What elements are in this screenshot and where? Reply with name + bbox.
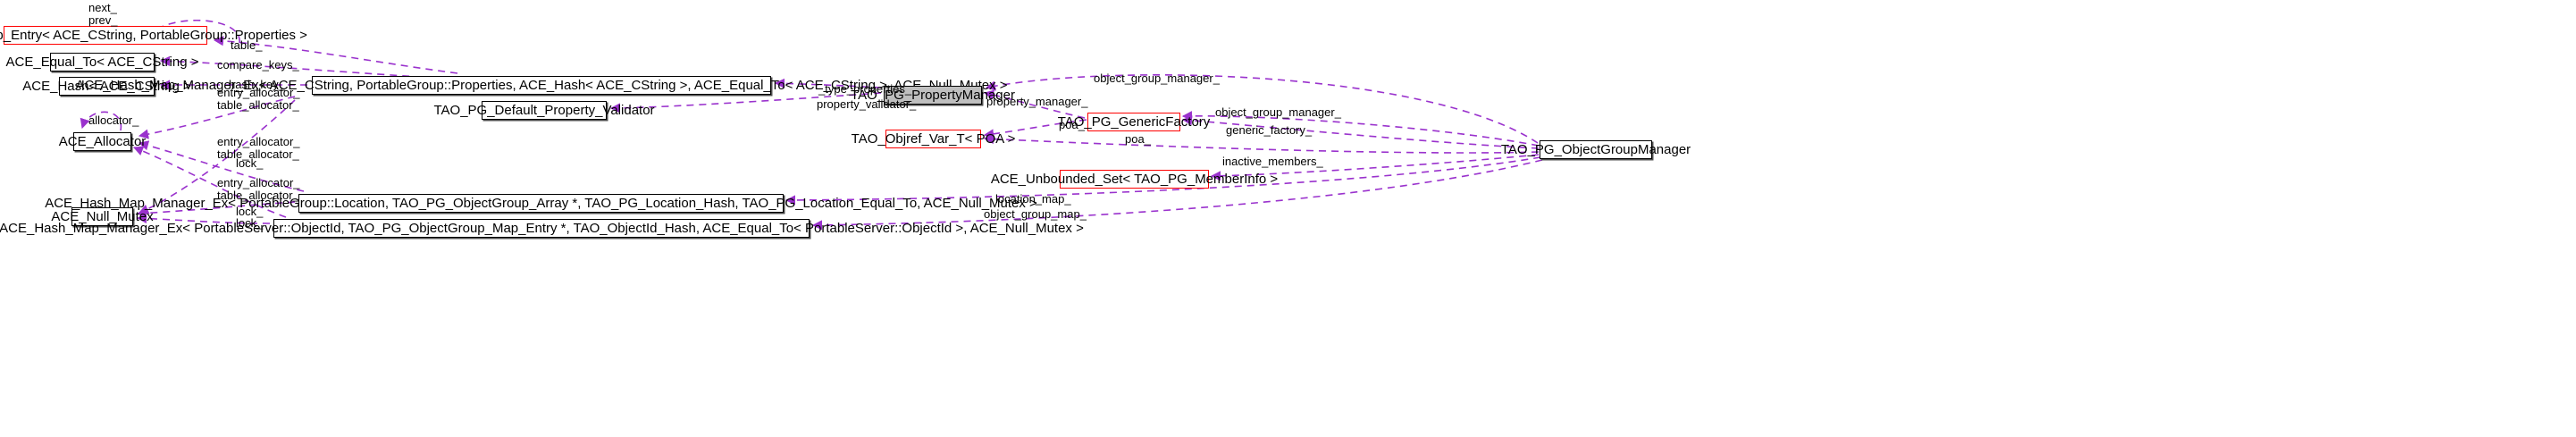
node-label: ACE_Null_Mutex xyxy=(51,209,154,224)
node-tao-pg-objectgroupmanager[interactable]: TAO_PG_ObjectGroupManager xyxy=(1501,140,1691,159)
edge-entry-table-allocator-props xyxy=(138,96,296,139)
edge-lock-objectid xyxy=(136,213,271,224)
edge-label-property-manager: property_manager_ xyxy=(986,95,1088,108)
edge-label-lock-2: lock_ xyxy=(236,205,264,218)
node-ace-hash-map-manager-ex-objectid[interactable]: ACE_Hash_Map_Manager_Ex< PortableServer:… xyxy=(0,219,1084,238)
edge-label-object-group-map: object_group_map_ xyxy=(984,207,1087,221)
node-label: TAO_PG_PropertyManager xyxy=(851,88,1015,103)
node-ace-equal-to-cstring[interactable]: ACE_Equal_To< ACE_CString > xyxy=(6,53,198,71)
edge-label-location-map: location_map_ xyxy=(995,192,1071,206)
node-label: ACE_Hash_Map_Manager_Ex< PortableGroup::… xyxy=(45,196,1037,211)
edge-label-object-group-manager-mid: object_group_manager_ xyxy=(1215,105,1341,119)
edge-label-poa-1: poa_ xyxy=(1059,118,1085,131)
node-label: ACE_Hash_Map_Manager_Ex< PortableServer:… xyxy=(0,221,1084,236)
edge-poa-1 xyxy=(983,119,1087,139)
edge-poa-2 xyxy=(983,133,1540,154)
edge-allocator-self xyxy=(80,111,122,131)
edge-location-map xyxy=(785,156,1541,206)
node-label: ACE_Hash_Map_Entry< ACE_CString, Portabl… xyxy=(0,28,307,43)
edge-label-entry-table-allocator-2: entry_allocator_ table_allocator_ xyxy=(217,135,300,161)
edge-type-properties xyxy=(774,78,882,88)
edge-label-inactive-members: inactive_members_ xyxy=(1222,155,1323,168)
node-ace-hash-cstring[interactable]: ACE_Hash< ACE_CString > xyxy=(22,77,191,96)
node-label: TAO_PG_Default_Property_Validator xyxy=(433,103,655,118)
edge-label-allocator: allocator_ xyxy=(88,113,139,127)
edge-label-hash-key: hash_key_ xyxy=(229,78,285,91)
node-ace-hash-map-manager-ex-location[interactable]: ACE_Hash_Map_Manager_Ex< PortableGroup::… xyxy=(45,194,1037,213)
node-label: ACE_Unbounded_Set< TAO_PG_MemberInfo > xyxy=(990,172,1279,187)
edge-property-validator xyxy=(609,92,882,113)
edge-table xyxy=(213,36,458,74)
node-ace-null-mutex[interactable]: ACE_Null_Mutex xyxy=(51,207,154,226)
node-tao-pg-genericfactory[interactable]: TAO_PG_GenericFactory xyxy=(1058,113,1210,131)
node-label: ACE_Hash_Map_Manager_Ex< ACE_CString, Po… xyxy=(75,78,1008,93)
node-ace-hash-map-entry-properties[interactable]: ACE_Hash_Map_Entry< ACE_CString, Portabl… xyxy=(0,26,307,45)
node-ace-allocator[interactable]: ACE_Allocator xyxy=(59,132,146,151)
edge-label-entry-table-allocator-1: entry_allocator_ table_allocator_ xyxy=(217,86,300,112)
edge-label-lock-1: lock_ xyxy=(236,156,264,170)
node-tao-pg-propertymanager[interactable]: TAO_PG_PropertyManager xyxy=(851,86,1015,105)
edge-object-group-map xyxy=(811,159,1543,231)
edge-label-generic-factory: generic_factory_ xyxy=(1226,123,1313,137)
edge-label-property-validator: property_validator_ xyxy=(817,97,917,111)
edge-lock-location xyxy=(136,201,296,219)
edge-property-manager xyxy=(983,89,1086,119)
edge-label-entry-table-allocator-3: entry_allocator_ table_allocator_ xyxy=(217,176,300,202)
node-label: TAO_PG_GenericFactory xyxy=(1057,114,1211,130)
edge-label-poa-2: poa_ xyxy=(1125,132,1151,146)
node-label: ACE_Allocator xyxy=(58,134,147,149)
node-ace-unbounded-set-memberinfo[interactable]: ACE_Unbounded_Set< TAO_PG_MemberInfo > xyxy=(991,170,1278,189)
edge-entry-table-allocator-objectid xyxy=(132,146,287,218)
edge-label-type-properties: _type_properties_ xyxy=(818,82,912,96)
edge-object-group-manager-mid xyxy=(1181,111,1540,147)
edge-compare-keys xyxy=(159,55,448,80)
edge-label-next-prev: next_ prev_ xyxy=(88,1,118,27)
edge-label-lock-3: lock_ xyxy=(236,216,264,230)
edge-generic-factory xyxy=(1181,115,1540,149)
edge-entry-table-allocator-location xyxy=(138,140,305,192)
edge-label-compare-keys: compare_keys_ xyxy=(217,58,299,71)
edge-label-object-group-manager-top: object_group_manager_ xyxy=(1094,71,1220,85)
node-label: TAO_Objref_Var_T< POA > xyxy=(851,131,1016,147)
node-label: ACE_Hash< ACE_CString > xyxy=(22,79,191,94)
node-ace-hash-map-manager-ex-properties[interactable]: ACE_Hash_Map_Manager_Ex< ACE_CString, Po… xyxy=(75,76,1008,95)
edge-object-group-manager-top xyxy=(985,74,1539,144)
node-tao-pg-default-property-validator[interactable]: TAO_PG_Default_Property_Validator xyxy=(433,101,655,120)
node-label: ACE_Equal_To< ACE_CString > xyxy=(5,55,199,70)
node-label: TAO_PG_ObjectGroupManager xyxy=(1500,142,1691,157)
edge-label-table: table_ xyxy=(231,38,263,52)
node-tao-objref-var-t-poa[interactable]: TAO_Objref_Var_T< POA > xyxy=(852,130,1015,148)
